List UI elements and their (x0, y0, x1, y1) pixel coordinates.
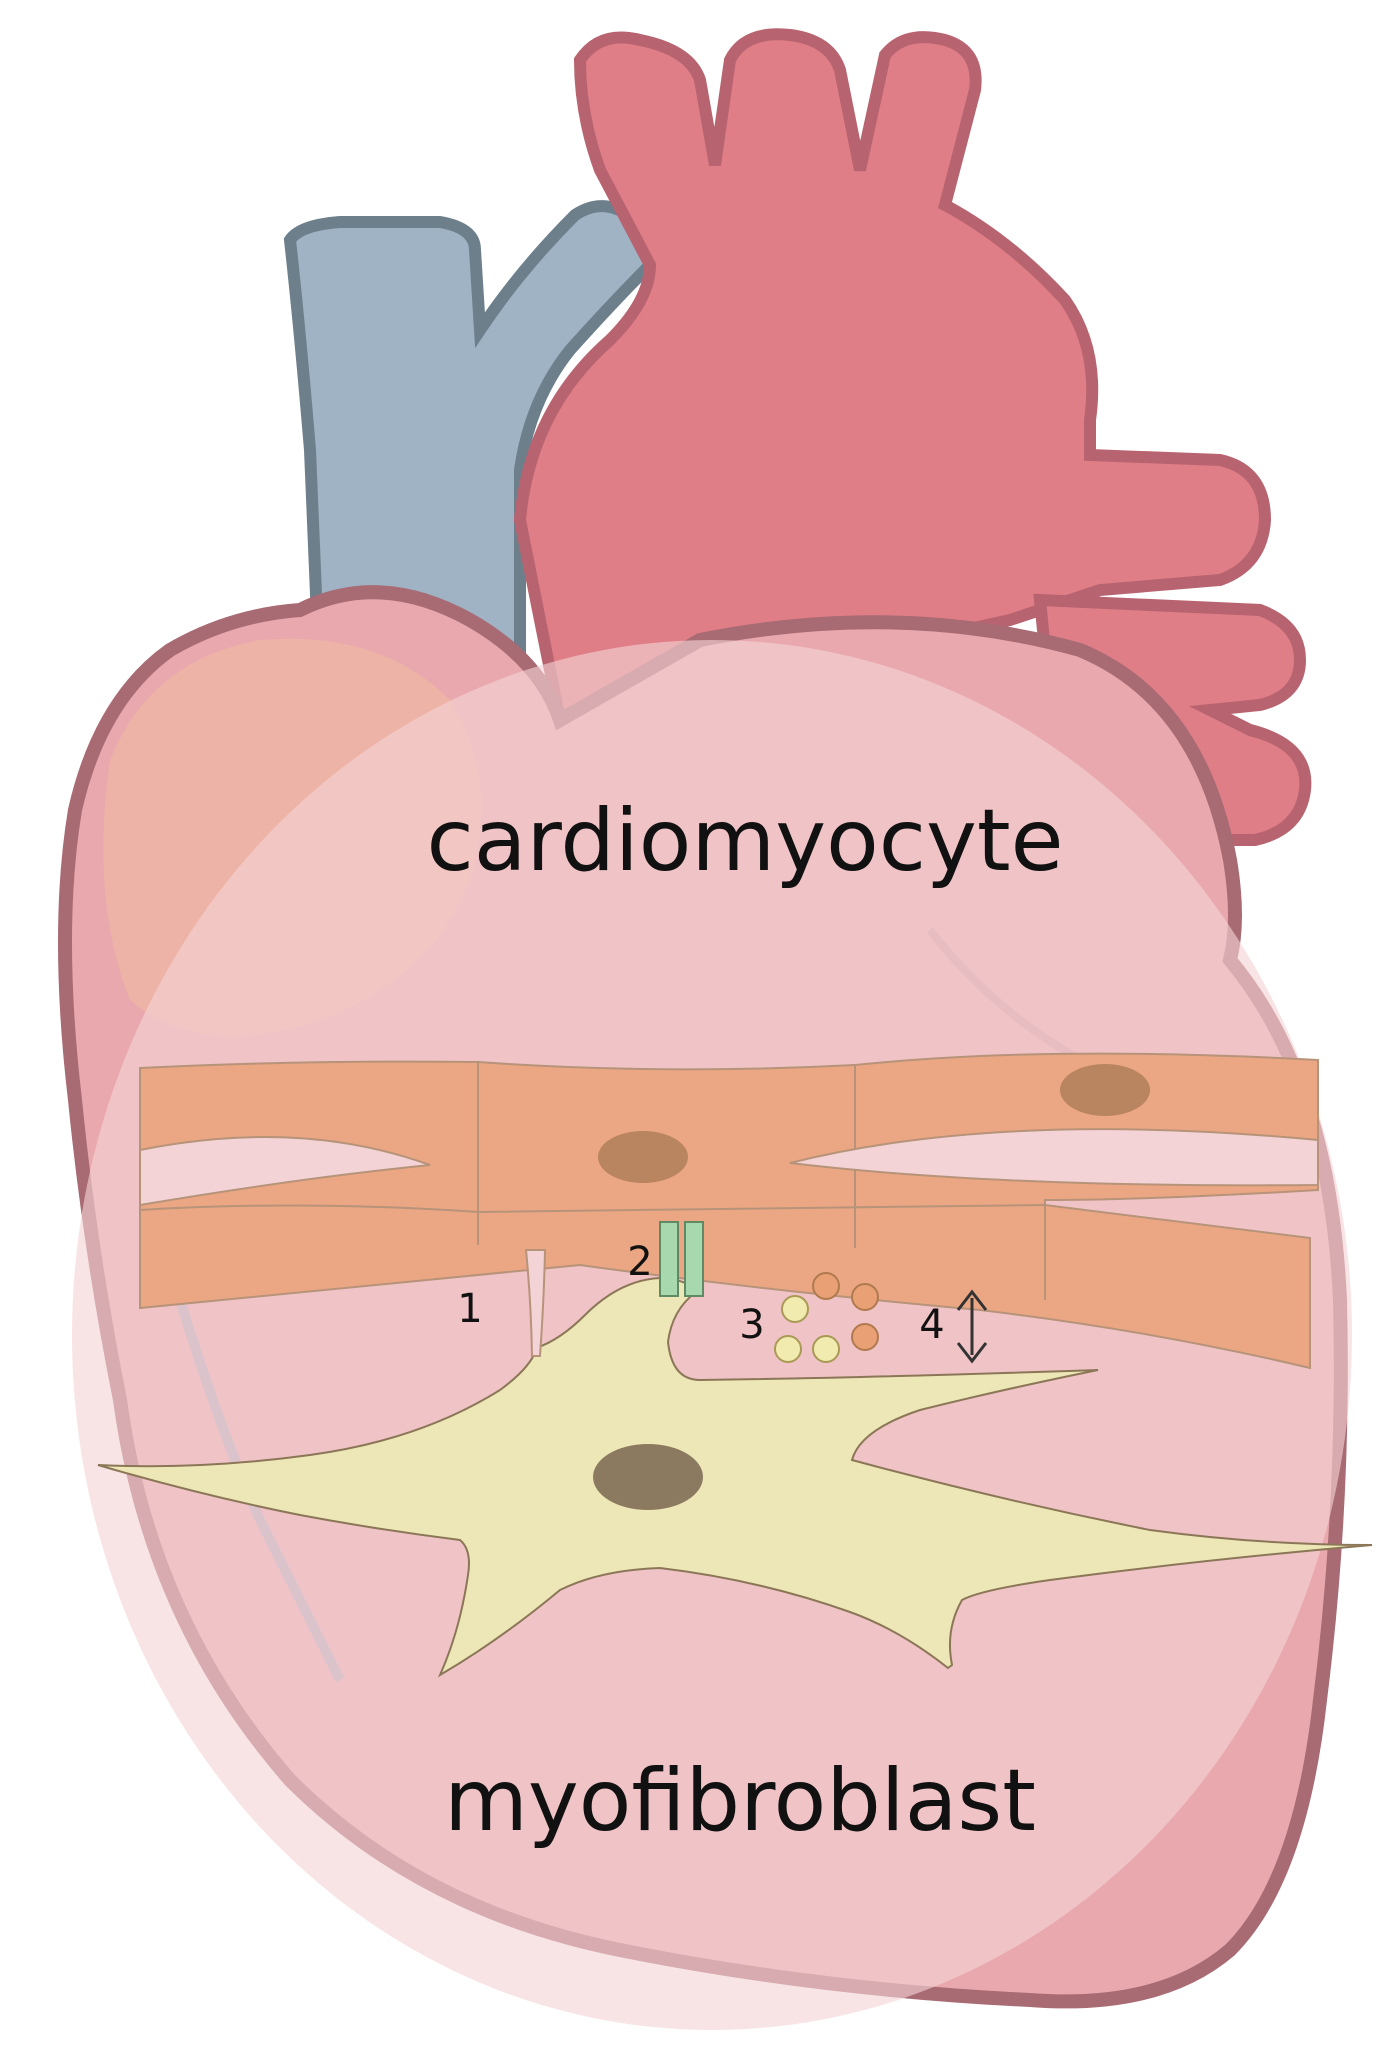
marker-3: 3 (739, 1302, 764, 1348)
cardiomyocyte-nucleus (1060, 1064, 1150, 1116)
vesicle (782, 1296, 808, 1322)
myofibroblast-nucleus (593, 1444, 703, 1510)
vesicle (813, 1336, 839, 1362)
connexon (660, 1222, 678, 1296)
cardiomyocyte-nucleus (598, 1131, 688, 1183)
vesicle (852, 1324, 878, 1350)
vesicle (775, 1336, 801, 1362)
myofibroblast-label: myofibroblast (444, 1751, 1036, 1851)
marker-1: 1 (457, 1286, 482, 1332)
vesicle (813, 1273, 839, 1299)
connexon (685, 1222, 703, 1296)
cardiomyocyte-label: cardiomyocyte (426, 791, 1063, 891)
vesicle (852, 1284, 878, 1310)
marker-4: 4 (919, 1302, 944, 1348)
marker-2: 2 (627, 1239, 652, 1285)
